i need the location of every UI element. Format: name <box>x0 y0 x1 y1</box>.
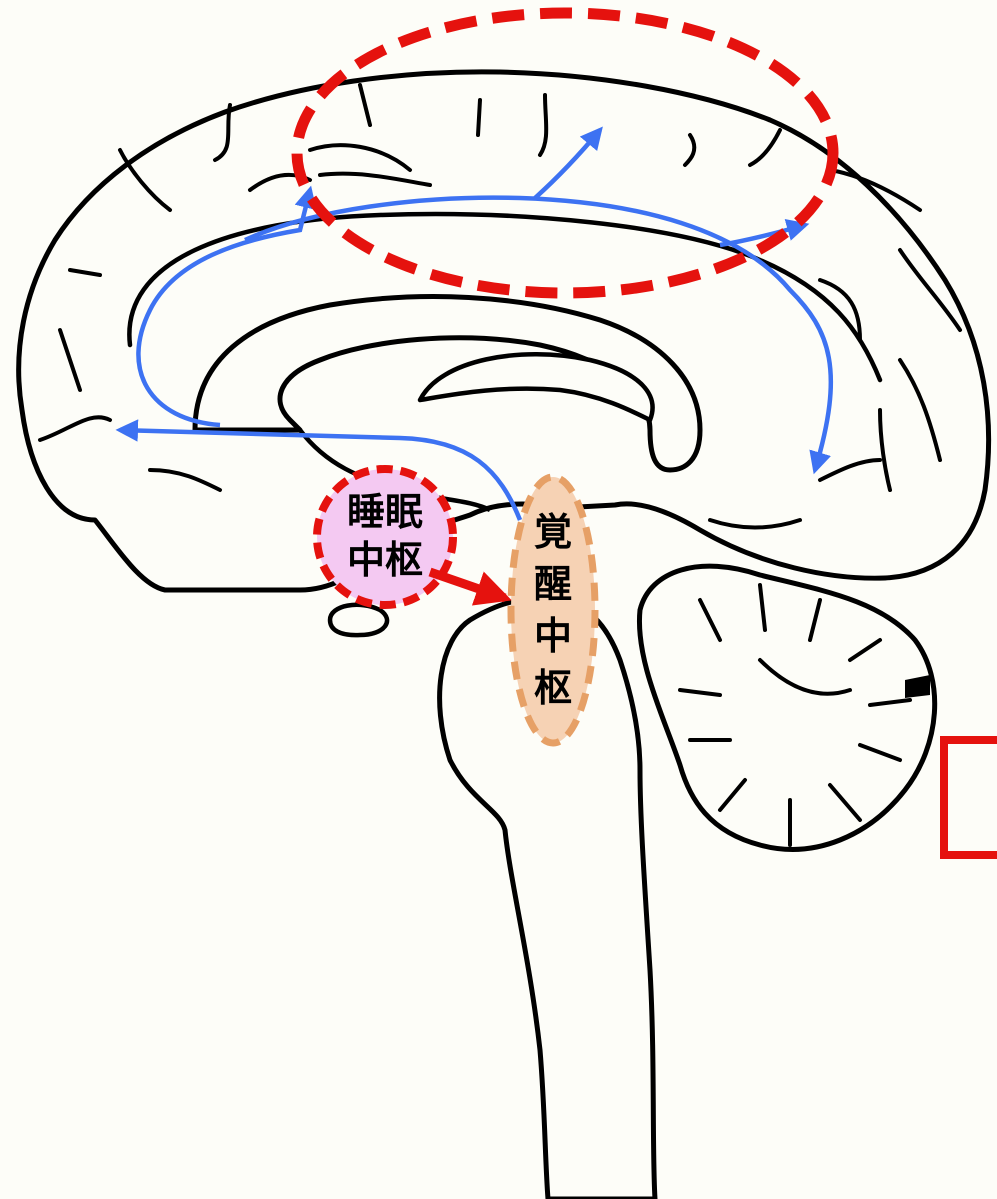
sleep-center-label-2: 中枢 <box>347 538 423 582</box>
wake-center-char-4: 枢 <box>534 666 572 710</box>
wake-center: 覚 醒 中 枢 <box>511 477 595 743</box>
inhibition-arrow <box>430 572 505 598</box>
pituitary <box>330 605 387 635</box>
cerebellum <box>639 566 934 849</box>
wake-center-char-1: 覚 <box>534 510 572 554</box>
corner-red-box <box>944 740 997 855</box>
wake-center-char-3: 中 <box>534 614 572 658</box>
sleep-center: 睡眠 中枢 <box>317 469 453 605</box>
sleep-center-label-1: 睡眠 <box>347 490 423 534</box>
wake-center-char-2: 醒 <box>534 562 572 606</box>
